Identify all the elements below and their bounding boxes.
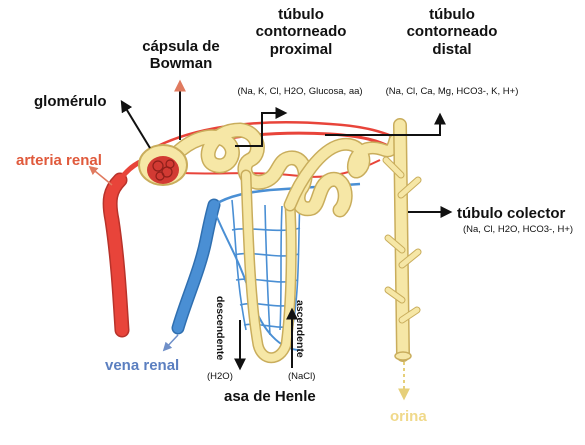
proximal-label: túbulo contorneado proximal — [242, 6, 360, 58]
colector-ions: (Na, Cl, H2O, HCO3-, H+) — [463, 225, 573, 236]
proximal-line-3: proximal — [242, 41, 360, 58]
distal-label: túbulo contorneado distal — [393, 6, 511, 58]
distal-line-1: túbulo — [393, 6, 511, 23]
vessel-arrows — [90, 167, 178, 350]
nacl-label: (NaCl) — [288, 372, 315, 383]
capsula-label: cápsula de Bowman — [133, 38, 229, 73]
artery-arrow — [90, 167, 112, 185]
ascendente-label: ascendente — [294, 300, 306, 358]
proximal-ions: (Na, K, Cl, H2O, Glucosa, aa) — [220, 87, 380, 98]
vena-label: vena renal — [105, 357, 179, 374]
distal-line-3: distal — [393, 41, 511, 58]
proximal-line-1: túbulo — [242, 6, 360, 23]
capsula-line-1: cápsula de — [133, 38, 229, 55]
orina-label: orina — [390, 408, 427, 425]
h2o-label: (H2O) — [207, 372, 233, 383]
henle-label: asa de Henle — [224, 388, 316, 405]
distal-ions: (Na, Cl, Ca, Mg, HCO3-, K, H+) — [370, 87, 534, 98]
glomerulo-label: glomérulo — [34, 93, 107, 110]
distal-line-2: contorneado — [393, 23, 511, 40]
arteria-label: arteria renal — [16, 152, 102, 169]
vein-arrow — [164, 335, 178, 350]
glomerulo-arrow — [122, 102, 150, 148]
bowman-capsule — [139, 145, 187, 185]
colector-label: túbulo colector — [457, 205, 565, 222]
capsula-line-2: Bowman — [133, 55, 229, 72]
collecting-tubule — [386, 125, 418, 360]
proximal-line-2: contorneado — [242, 23, 360, 40]
descendente-label: descendente — [214, 296, 226, 360]
